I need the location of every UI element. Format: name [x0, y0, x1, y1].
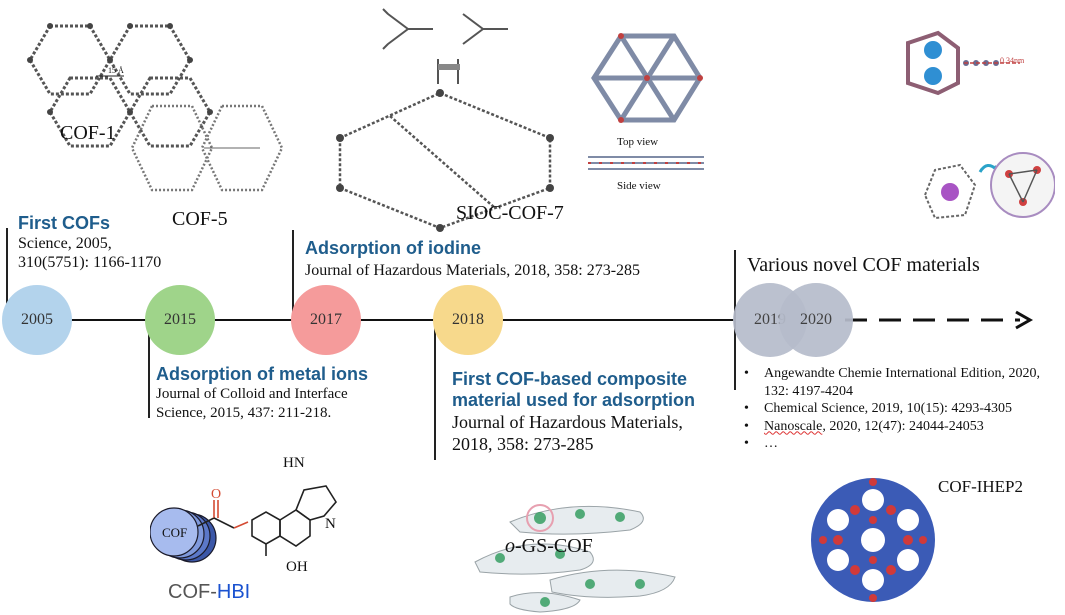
cof1-label: COF-1	[60, 122, 116, 144]
cof5-label: COF-5	[172, 208, 228, 230]
composite-event: First COF-based composite material used …	[452, 369, 695, 455]
metal-ions-heading: Adsorption of metal ions	[156, 364, 369, 384]
first-cofs-event: First COFs Science, 2005, 310(5751): 116…	[18, 213, 161, 272]
connector-2015	[148, 320, 150, 418]
novel-ref-item: Angewandte Chemie International Edition,…	[740, 365, 1060, 400]
connector-2005	[6, 228, 8, 320]
top-view-image	[591, 33, 703, 123]
cof-ihep2-structure-image	[811, 478, 935, 602]
oh-label: OH	[286, 559, 308, 575]
sioc-monomer-image	[382, 8, 508, 84]
cof-disc-label: COF	[162, 525, 188, 540]
gs-cof-label: o-GS-COF	[505, 535, 593, 558]
n-label: N	[325, 516, 336, 532]
gs-cof-sheets-image	[474, 504, 676, 613]
hn-label: HN	[283, 455, 305, 471]
year-circle-2018: 2018	[433, 285, 503, 355]
novel-materials-ref-list: Angewandte Chemie International Edition,…	[740, 365, 1060, 453]
connector-2018	[434, 320, 436, 460]
year-circle-2020: 2020	[779, 283, 853, 357]
pore-size-label: 15 Å	[108, 66, 124, 75]
side-view-image	[588, 156, 704, 170]
iodine-ref: Journal of Hazardous Materials, 2018, 35…	[305, 262, 641, 279]
metal-ions-ref-line1: Journal of Colloid and Interface	[156, 386, 348, 402]
composite-ref-line1: Journal of Hazardous Materials,	[452, 412, 683, 432]
first-cofs-ref-line2: 310(5751): 1166-1170	[18, 254, 162, 271]
year-circle-2005: 2005	[2, 285, 72, 355]
metal-ions-ref-line2: Science, 2015, 437: 211-218.	[156, 405, 332, 421]
cof5-structure-image	[130, 104, 284, 192]
distance-label: 0.34nm	[1000, 56, 1025, 65]
gs-cof-italic: o	[505, 535, 515, 557]
novel-ref-item: …	[740, 435, 1060, 453]
first-cofs-ref-line1: Science, 2005,	[18, 235, 112, 252]
top-view-label: Top view	[617, 136, 659, 148]
iodine-binding-image	[923, 152, 1055, 220]
composite-ref-line2: 2018, 358: 273-285	[452, 434, 594, 454]
composite-heading-line1: First COF-based composite	[452, 369, 688, 389]
cof1-structure-image	[27, 23, 213, 148]
channel-structure-image	[906, 30, 1020, 96]
gs-cof-rest: -GS-COF	[515, 535, 593, 557]
side-view-label: Side view	[617, 180, 661, 192]
novel-materials-heading: Various novel COF materials	[747, 254, 980, 276]
year-circle-2015: 2015	[145, 285, 215, 355]
sioc-cof7-structure-image	[336, 89, 554, 232]
connector-2017	[292, 230, 294, 320]
first-cofs-heading: First COFs	[18, 213, 111, 233]
iodine-event: Adsorption of iodine Journal of Hazardou…	[305, 238, 640, 280]
composite-heading-line2: material used for adsorption	[452, 390, 696, 410]
iodine-heading: Adsorption of iodine	[305, 238, 481, 258]
cof-hbi-prefix: COF-	[168, 581, 217, 603]
ester-oxygen-label: O	[211, 487, 222, 502]
sioc-cof7-label: SIOC-COF-7	[456, 202, 564, 224]
cof-hbi-label: COF-HBI	[168, 581, 250, 604]
novel-ref-item: Nanoscale, 2020, 12(47): 24044-24053	[740, 418, 1060, 436]
timeline-arrow	[5, 310, 1034, 330]
cof-hbi-suffix: HBI	[216, 581, 251, 603]
cof-hbi-structure-image	[150, 485, 337, 563]
metal-ions-event: Adsorption of metal ions Journal of Coll…	[156, 364, 368, 423]
cof-ihep2-label: COF-IHEP2	[938, 477, 1024, 496]
year-circle-2017: 2017	[291, 285, 361, 355]
novel-ref-item: Chemical Science, 2019, 10(15): 4293-430…	[740, 400, 1060, 418]
